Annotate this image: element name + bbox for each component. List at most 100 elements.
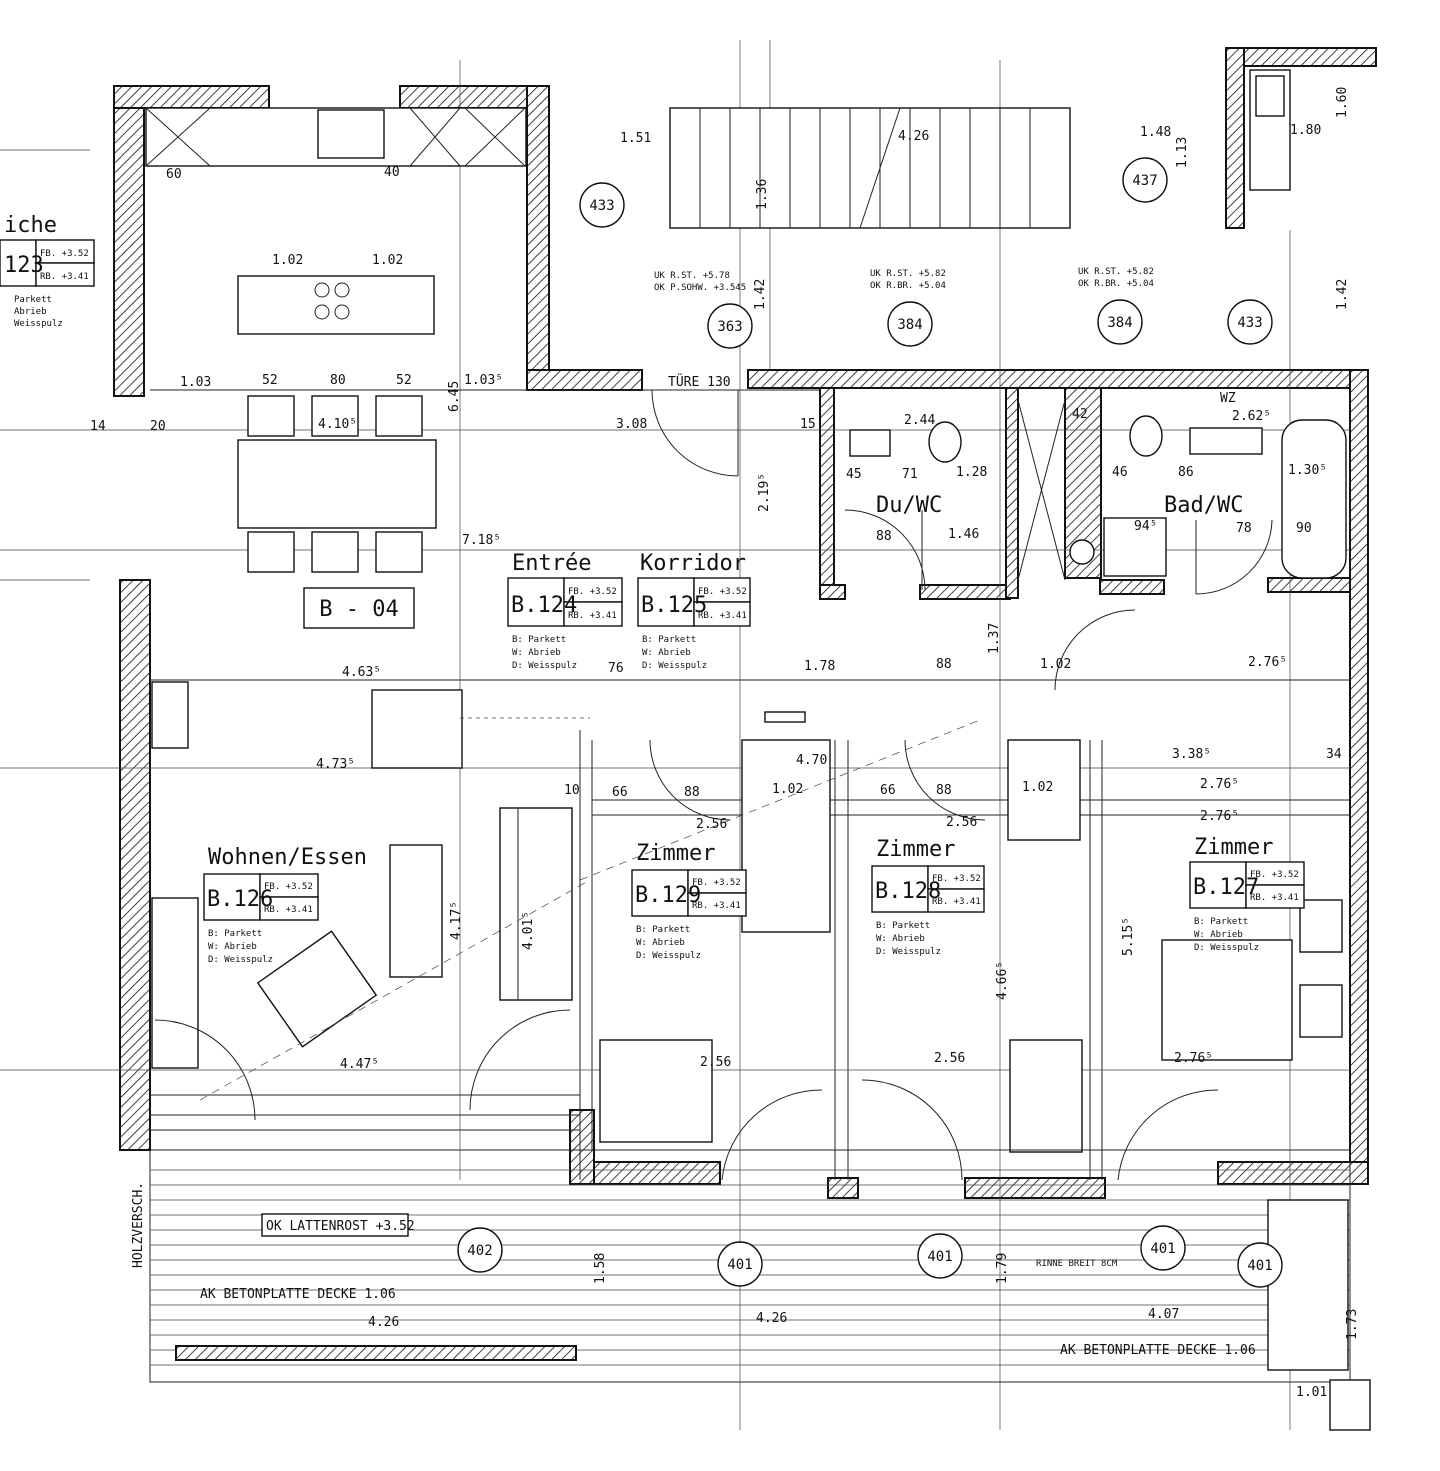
dim-94-5: 94⁵	[1134, 519, 1157, 534]
note-ukrst3: UK R.ST. +5.82	[1078, 267, 1154, 277]
bubble-433-b: 433	[1237, 315, 1262, 331]
wall-stair-left	[1225, 47, 1245, 229]
bubble-401-a: 401	[727, 1257, 752, 1273]
dim-4-17-5: 4.17⁵	[449, 901, 464, 940]
room-code-entree: B.124	[511, 593, 577, 618]
bubble-384-b: 384	[1107, 315, 1132, 331]
room-w-korridor: W: Abrieb	[642, 648, 691, 658]
dim-1-80: 1.80	[1290, 123, 1321, 138]
dim-1-30-5: 1.30⁵	[1288, 463, 1327, 478]
room-d-z129: D: Weisspulz	[636, 951, 701, 961]
wall-bottom-3	[964, 1177, 1106, 1199]
wall-kitchen-right	[526, 85, 550, 387]
room-w-z127: W: Abrieb	[1194, 930, 1243, 940]
room-stamp-z128: Zimmer B.128 FB. +3.52 RB. +3.41 B: Park…	[871, 837, 985, 957]
room-fb-kueche: FB. +3.52	[40, 249, 89, 259]
dim-80: 80	[330, 373, 346, 388]
detail-bubbles: 433 437 363 384 384 433 402 401 401 401 …	[457, 157, 1283, 1288]
wall-bottom-corner	[569, 1109, 595, 1185]
note-okpsohw: OK P.SOHW. +3.545	[654, 283, 746, 293]
dim-34: 34	[1326, 747, 1342, 762]
bubble-363: 363	[717, 319, 742, 335]
dimensions: 1.51 4.26 1.48 1.80 1.60 1.02 1.02 1.03 …	[90, 87, 1360, 1400]
room-stamp-korridor: Korridor B.125 FB. +3.52 RB. +3.41 B: Pa…	[637, 551, 751, 671]
note-betonplatte-2: AK BETONPLATTE DECKE 1.06	[1060, 1343, 1256, 1358]
dim-46: 46	[1112, 465, 1128, 480]
dim-88-b: 88	[936, 657, 952, 672]
dim-1-02-d: 1.02	[772, 782, 803, 797]
dim-76: 76	[608, 661, 624, 676]
room-rb-z128: RB. +3.41	[932, 897, 981, 907]
toilet-1	[928, 421, 962, 463]
bubble-437: 437	[1132, 173, 1157, 189]
dim-2-44: 2.44	[904, 413, 935, 428]
wall-shaft-right	[1005, 387, 1019, 599]
dim-88-d: 88	[936, 783, 952, 798]
bedroom-furniture	[599, 739, 1343, 1153]
dim-20: 20	[150, 419, 166, 434]
room-b-z129: B: Parkett	[636, 925, 690, 935]
wall-entry-left	[526, 369, 643, 391]
room-w-z128: W: Abrieb	[876, 934, 925, 944]
exterior-walls	[113, 47, 1377, 1199]
dim-15: 15	[800, 417, 816, 432]
room-stamp-wohnen: Wohnen/Essen B.126 FB. +3.52 RB. +3.41 B…	[203, 845, 367, 965]
dim-4-73-5: 4.73⁵	[316, 757, 355, 772]
room-name-wohnen: Wohnen/Essen	[208, 845, 367, 870]
note-tuere: TÜRE 130	[668, 373, 731, 390]
bubble-401-b: 401	[927, 1249, 952, 1265]
doors	[154, 389, 1273, 1181]
dim-1-46: 1.46	[948, 527, 979, 542]
room-code-z127: B.127	[1193, 875, 1259, 900]
room-rb-kueche: RB. +3.41	[40, 272, 89, 282]
dim-1-58: 1.58	[593, 1253, 608, 1284]
wall-bath-bottom-l	[819, 584, 846, 600]
dim-2-76-5-d: 2.76⁵	[1174, 1051, 1213, 1066]
room-floor-kueche: Parkett	[14, 295, 52, 305]
dim-2-62-5: 2.62⁵	[1232, 409, 1271, 424]
entry-door-swing	[651, 389, 739, 477]
room-rb-wohnen: RB. +3.41	[264, 905, 313, 915]
room-fb-entree: FB. +3.52	[568, 587, 617, 597]
dim-88-c: 88	[684, 785, 700, 800]
room-stamp-z127: Zimmer B.127 FB. +3.52 RB. +3.41 B: Park…	[1189, 835, 1305, 953]
note-betonplatte-1: AK BETONPLATTE DECKE 1.06	[200, 1287, 396, 1302]
wall-top-kitchen	[113, 85, 270, 109]
room-stamp-kueche: iche 123 FB. +3.52 RB. +3.41 Parkett Abr…	[0, 213, 95, 329]
stair	[669, 69, 1291, 229]
note-okrbr3: OK R.BR. +5.04	[1078, 279, 1154, 289]
shower-tray	[1103, 517, 1167, 577]
unit-label-box	[303, 587, 415, 629]
room-b-korridor: B: Parkett	[642, 635, 696, 645]
living-furniture	[151, 681, 806, 1069]
wall-bottom-4	[1217, 1161, 1369, 1185]
dim-1-60: 1.60	[1335, 87, 1350, 118]
dim-40: 40	[384, 165, 400, 180]
room-name-badwc: Bad/WC	[1164, 493, 1243, 518]
bubble-401-d: 401	[1247, 1258, 1272, 1274]
dim-88-a: 88	[876, 529, 892, 544]
room-b-z127: B: Parkett	[1194, 917, 1248, 927]
note-holzversch: HOLZVERSCH.	[131, 1182, 146, 1268]
room-name-z128: Zimmer	[876, 837, 955, 862]
wall-bath-left	[819, 387, 835, 599]
dim-1-78: 1.78	[804, 659, 835, 674]
note-rinne: RINNE BREIT 8CM	[1036, 1259, 1118, 1269]
wall-bath2-bottom	[1099, 579, 1165, 595]
dim-1-37: 1.37	[987, 623, 1002, 654]
wall-right	[1349, 369, 1369, 1181]
note-okrbr2: OK R.BR. +5.04	[870, 281, 946, 291]
bathtub	[1281, 419, 1347, 579]
dim-1-48: 1.48	[1140, 125, 1171, 140]
dim-2-56-c: 2.56	[700, 1055, 731, 1070]
dim-4-63-5: 4.63⁵	[342, 665, 381, 680]
room-wall-kueche: Abrieb	[14, 307, 47, 317]
note-ukrst2: UK R.ST. +5.82	[870, 269, 946, 279]
dim-10: 10	[564, 783, 580, 798]
dim-3-38-5: 3.38⁵	[1172, 747, 1211, 762]
kitchen-fixtures	[145, 107, 527, 573]
notes: UK R.ST. +5.78 OK P.SOHW. +3.545 UK R.ST…	[131, 267, 1256, 1358]
dim-60: 60	[166, 167, 182, 182]
dim-6-45: 6.45	[447, 381, 462, 412]
